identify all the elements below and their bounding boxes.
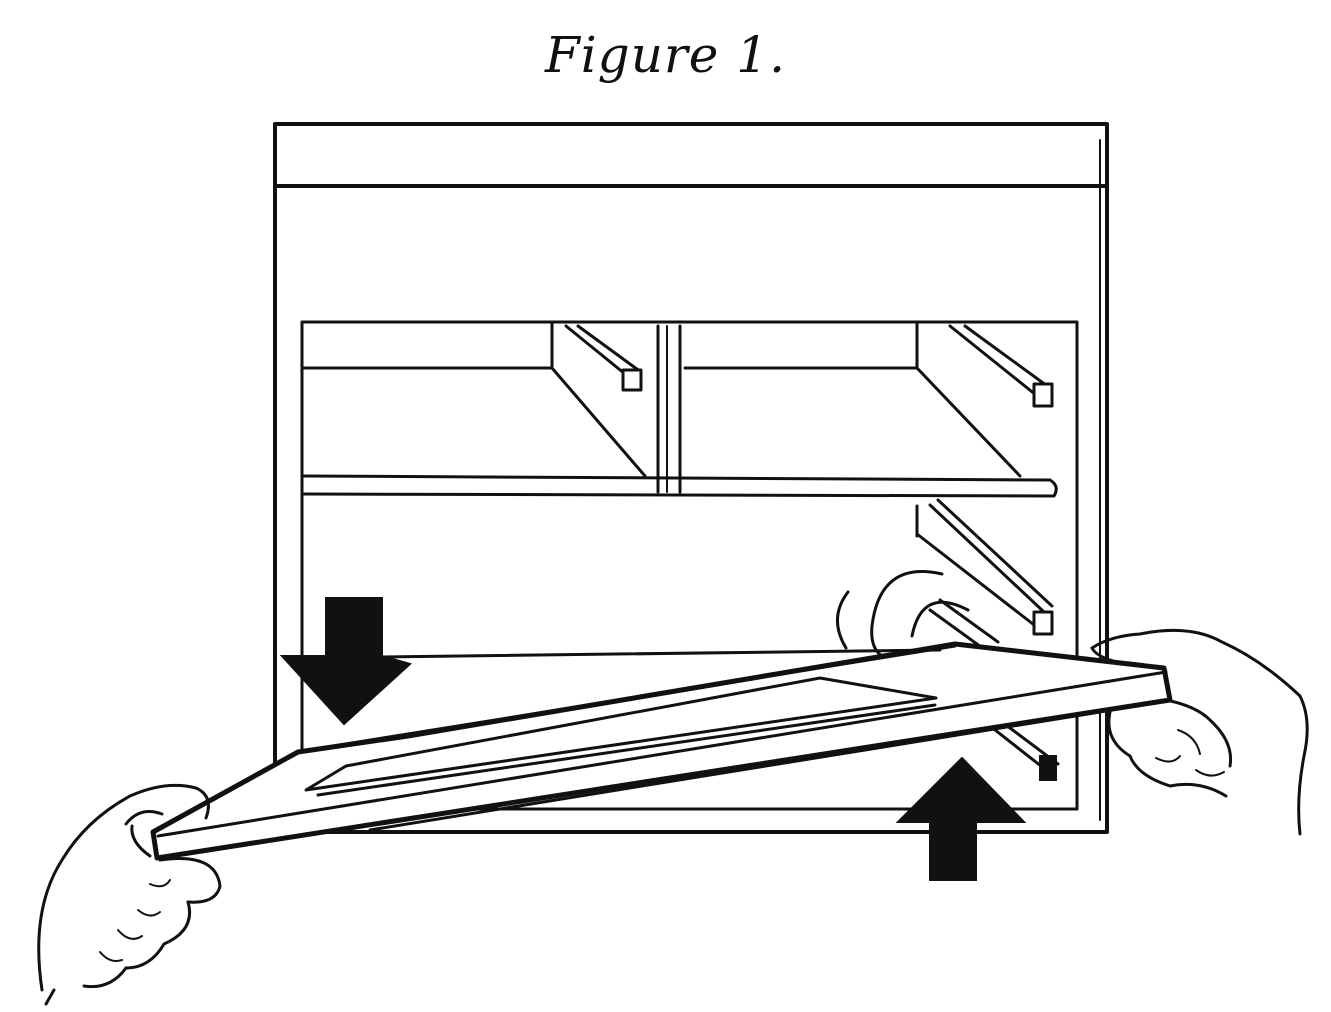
figure-title: Figure 1. <box>545 26 786 84</box>
up-arrow-icon <box>895 756 1027 881</box>
right-hand <box>1090 628 1309 836</box>
lower-bottom-rail <box>988 720 1060 781</box>
lower-shelf-back-line <box>298 648 942 660</box>
upper-shelf-front-edge <box>302 474 1058 498</box>
shelf-panel-inset <box>304 676 938 792</box>
cabinet-interior-frame <box>300 320 1079 811</box>
shelf-panel-inset-front <box>316 703 937 797</box>
motion-marks-icon <box>836 570 1000 658</box>
shelf-panel-front-face-top <box>156 670 1168 838</box>
upper-shelf <box>300 320 1058 498</box>
shelf-panel-back-edge <box>294 644 957 754</box>
upper-right-diagonal <box>915 366 1022 478</box>
upper-right-rail <box>948 324 1054 408</box>
left-hand <box>37 783 222 1006</box>
cabinet-outer-frame <box>273 122 1109 834</box>
upper-left-rail <box>564 324 643 392</box>
down-arrow-icon <box>279 597 413 726</box>
lower-right-rail <box>915 498 1054 636</box>
upper-left-diagonal <box>550 366 647 478</box>
shelf-panel-lower-edge <box>368 710 1102 832</box>
tilted-shelf-panel <box>150 641 1173 861</box>
